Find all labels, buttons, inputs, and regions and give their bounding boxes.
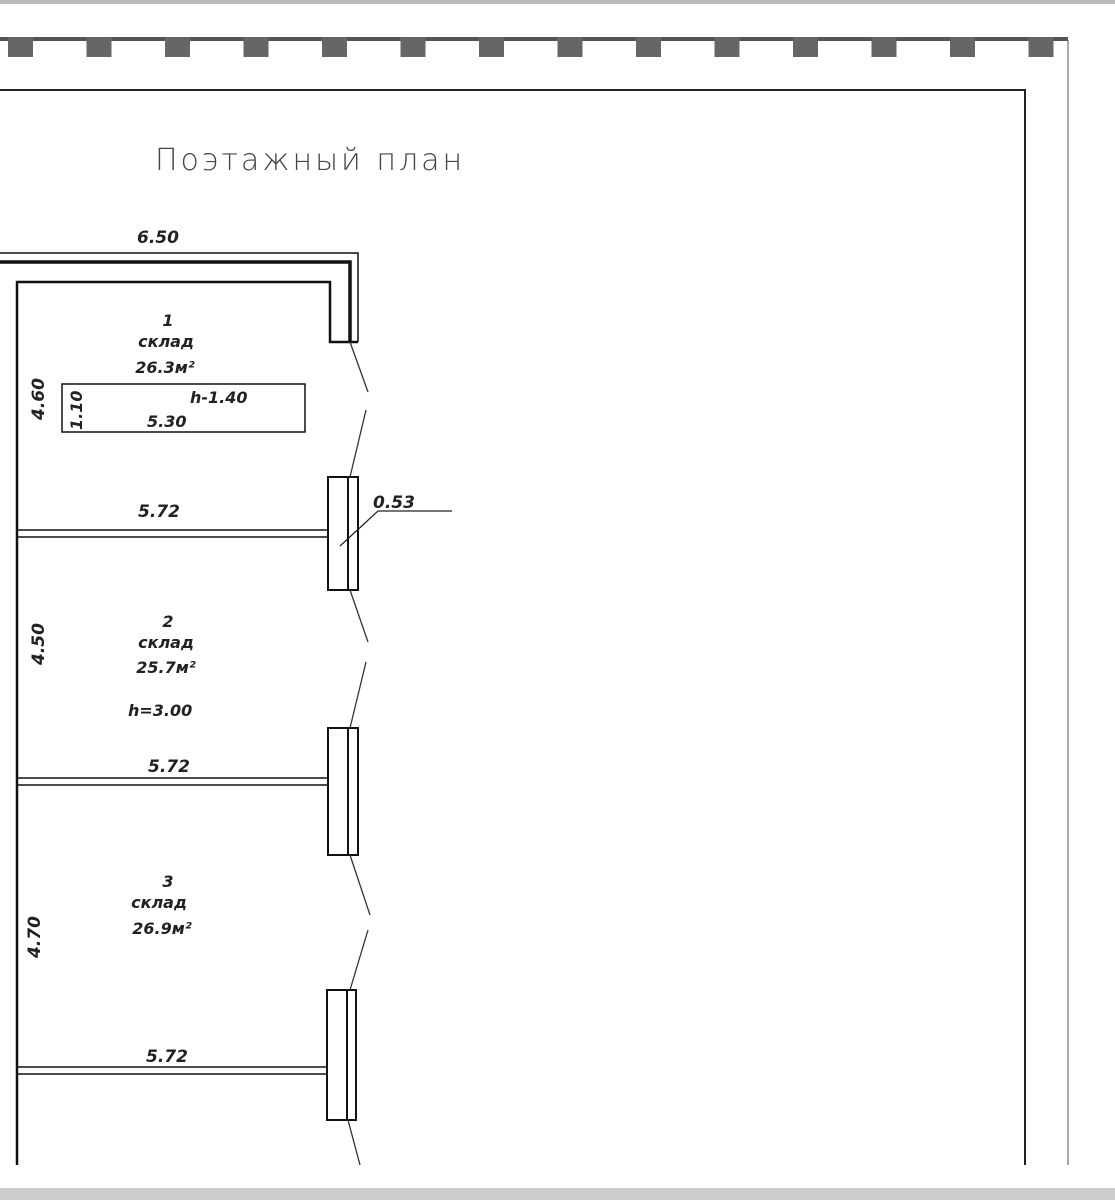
room-length: 4.50: [29, 623, 49, 666]
binding-tab: [950, 37, 975, 57]
room-area: 26.9м²: [132, 919, 192, 938]
binding-tab: [793, 37, 818, 57]
partition-walls: [17, 529, 328, 1075]
room-ceiling-height: h=3.00: [128, 701, 192, 720]
room-width: 5.72: [148, 757, 190, 777]
room-name: склад: [138, 633, 194, 652]
binding-tab: [243, 37, 269, 57]
sheet-frame: [0, 89, 1026, 1165]
binding-tab: [165, 37, 190, 57]
pit-width: 1.10: [67, 391, 86, 430]
binding-tab: [479, 37, 504, 57]
room-2: 2 склад 25.7м² h=3.00 4.50 5.72: [29, 612, 196, 777]
outer-width-dimension: 6.50: [137, 228, 179, 248]
binding-tab: [871, 37, 897, 57]
room-number: 2: [162, 612, 173, 631]
binding-tab: [8, 37, 33, 57]
scan-bottom-edge: [0, 1188, 1115, 1200]
room-name: склад: [138, 332, 194, 351]
pit-height: h-1.40: [190, 388, 248, 407]
binding-strip: [0, 37, 1068, 57]
wall-break-lines: [347, 341, 371, 1166]
binding-bar: [0, 37, 1068, 41]
room-width: 5.72: [138, 502, 180, 522]
binding-tab: [1028, 37, 1054, 57]
room-name: склад: [131, 893, 187, 912]
outer-wall: [0, 252, 359, 1165]
binding-tab: [636, 37, 661, 57]
binding-tab: [557, 37, 583, 57]
binding-tab: [86, 37, 112, 57]
room-width: 5.72: [146, 1047, 188, 1067]
wall-thickness-callout: 0.53: [339, 493, 452, 547]
scan-top-edge: [0, 0, 1115, 4]
room-1: 1 склад 26.3м² 4.60 5.72: [29, 311, 195, 522]
svg-text:0.53: 0.53: [373, 493, 415, 513]
binding-tab: [400, 37, 426, 57]
room-area: 26.3м²: [135, 358, 195, 377]
room-number: 1: [162, 311, 173, 330]
plan-title: Поэтажный план: [155, 143, 465, 178]
room-number: 3: [162, 872, 173, 891]
room-length: 4.60: [29, 378, 49, 421]
pit-length: 5.30: [147, 412, 186, 431]
pit: h-1.40 5.30 1.10: [61, 383, 306, 433]
binding-tab: [322, 37, 347, 57]
room-length: 4.70: [25, 916, 45, 959]
binding-tab: [714, 37, 740, 57]
room-area: 25.7м²: [136, 658, 196, 677]
windows: [326, 476, 359, 1121]
room-3: 3 склад 26.9м² 4.70 5.72: [25, 872, 192, 1067]
